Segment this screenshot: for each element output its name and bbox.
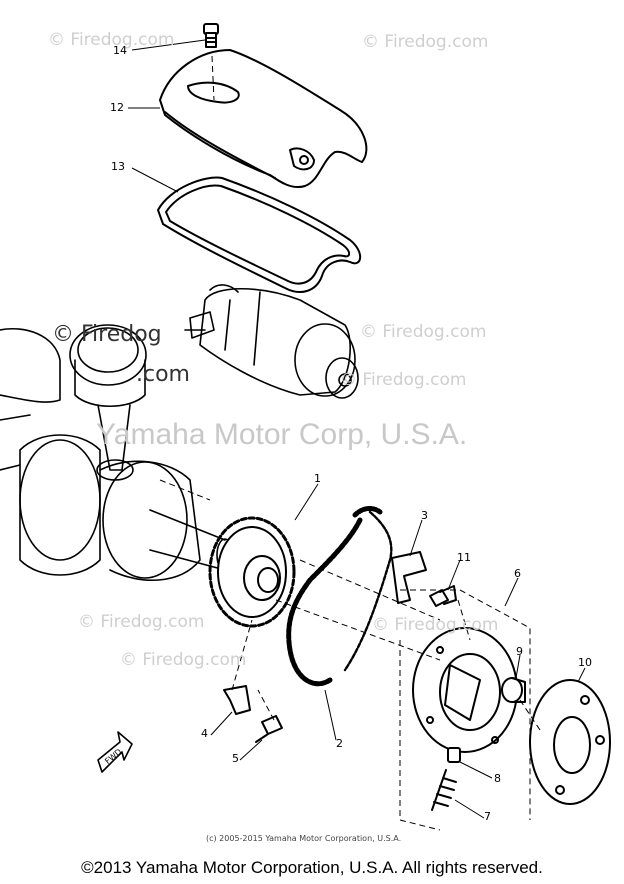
small-copyright: (c) 2005-2015 Yamaha Motor Corporation, … xyxy=(206,834,402,843)
callout-9: 9 xyxy=(516,645,523,658)
callout-6: 6 xyxy=(514,567,521,580)
brand-watermark: Yamaha Motor Corp, U.S.A. xyxy=(96,418,468,451)
gasket-13-shape xyxy=(157,176,362,293)
plate-10-shape xyxy=(529,679,611,805)
guide-3-shape xyxy=(391,551,427,604)
watermark: © Firedog.com xyxy=(372,615,499,635)
bolt-11-shape xyxy=(429,585,457,607)
leader-lines xyxy=(128,39,586,819)
callout-2: 2 xyxy=(336,737,343,750)
watermark: © Firedog.com xyxy=(78,612,205,632)
callout-3: 3 xyxy=(421,509,428,522)
callout-7: 7 xyxy=(484,810,491,823)
crankshaft-shape xyxy=(0,324,234,582)
callout-10: 10 xyxy=(578,656,592,669)
assembly-lines xyxy=(159,55,541,831)
callout-4: 4 xyxy=(201,727,208,740)
bolt-14-shape xyxy=(203,23,219,48)
watermark: © Firedog.com xyxy=(360,322,487,342)
watermark: © Firedog.com xyxy=(120,650,247,670)
watermark: © Firedog.com xyxy=(340,370,467,390)
watermark: © Firedog.com xyxy=(362,32,489,52)
bolt-5-shape xyxy=(255,715,283,743)
watermark: © Firedog.com xyxy=(48,30,175,50)
callout-13: 13 xyxy=(111,160,125,173)
watermark-dark: .com xyxy=(136,362,190,387)
callout-14: 14 xyxy=(113,44,127,57)
callout-12: 12 xyxy=(110,101,124,114)
callout-8: 8 xyxy=(494,772,501,785)
footer-copyright: ©2013 Yamaha Motor Corporation, U.S.A. A… xyxy=(81,858,543,877)
cover-12-shape xyxy=(159,49,368,188)
starter-motor-shape xyxy=(184,284,359,399)
callout-1: 1 xyxy=(314,472,321,485)
sprocket-1-shape xyxy=(208,516,296,628)
callout-5: 5 xyxy=(232,752,239,765)
fwd-arrow-icon xyxy=(97,731,133,773)
roller-8-shape xyxy=(447,747,461,763)
watermark-dark: © Firedog xyxy=(52,322,162,347)
spacer-9-shape xyxy=(501,677,526,703)
chain-2-shape xyxy=(286,505,393,687)
spring-7-shape xyxy=(431,769,457,811)
callout-11: 11 xyxy=(457,551,471,564)
bracket-4-shape xyxy=(223,685,251,715)
